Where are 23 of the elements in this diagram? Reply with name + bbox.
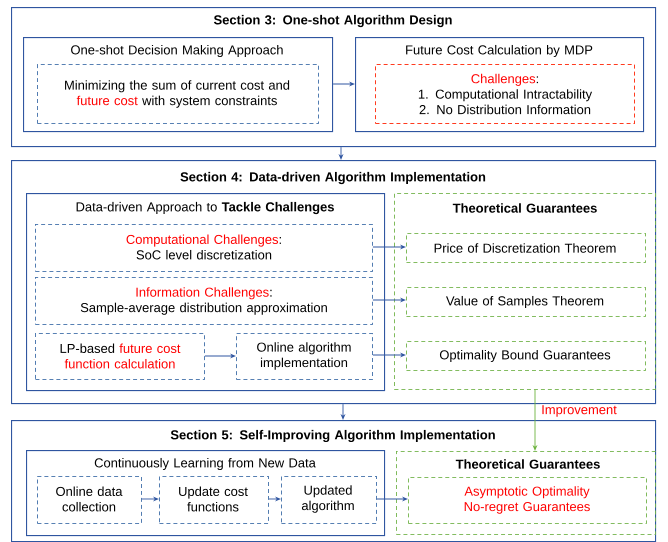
dashed-box: Asymptotic Optimality No-regret Guarantees bbox=[408, 477, 647, 524]
panel-heading: Continuously Learning from New Data bbox=[94, 458, 316, 470]
dashed-box: Updated algorithm bbox=[281, 476, 377, 524]
panel-heading: Data-driven Approach to Tackle Challenges bbox=[76, 202, 334, 214]
dashed-box: LP-based future cost function calculation bbox=[35, 333, 205, 380]
dashed-box: Value of Samples Theorem bbox=[406, 287, 646, 317]
dashed-box: Price of Discretization Theorem bbox=[406, 233, 646, 263]
panel-heading: Future Cost Calculation by MDP bbox=[406, 44, 592, 58]
dashed-box: Minimizing the sum of current cost and future cost with system constraints bbox=[37, 64, 319, 124]
panel-heading: Section 5: Self-Improving Algorithm Implementation bbox=[170, 430, 495, 442]
edge-label: Improvement bbox=[540, 404, 618, 418]
panel-heading: Theoretical Guarantees bbox=[456, 459, 600, 469]
dashed-box: Online data collection bbox=[37, 476, 142, 524]
dashed-box: Computational Challenges: SoC level discretization bbox=[35, 224, 373, 272]
panel-heading: Section 4: Data-driven Algorithm Implementation bbox=[180, 172, 486, 184]
panel-heading: One-shot Decision Making Approach bbox=[71, 44, 283, 58]
dashed-box: Challenges: 1. Computational Intractability 2. No Distribution Information bbox=[375, 64, 635, 124]
panel-heading: Theoretical Guarantees bbox=[452, 203, 597, 213]
panel-heading: Section 3: One-shot Algorithm Design bbox=[214, 14, 452, 28]
dashed-box: Update cost functions bbox=[159, 476, 269, 524]
dashed-box: Optimality Bound Guarantees bbox=[406, 341, 646, 371]
dashed-box: Information Challenges: Sample-average distribution approximation bbox=[35, 277, 373, 325]
dashed-box: Online algorithm implementation bbox=[236, 333, 373, 380]
